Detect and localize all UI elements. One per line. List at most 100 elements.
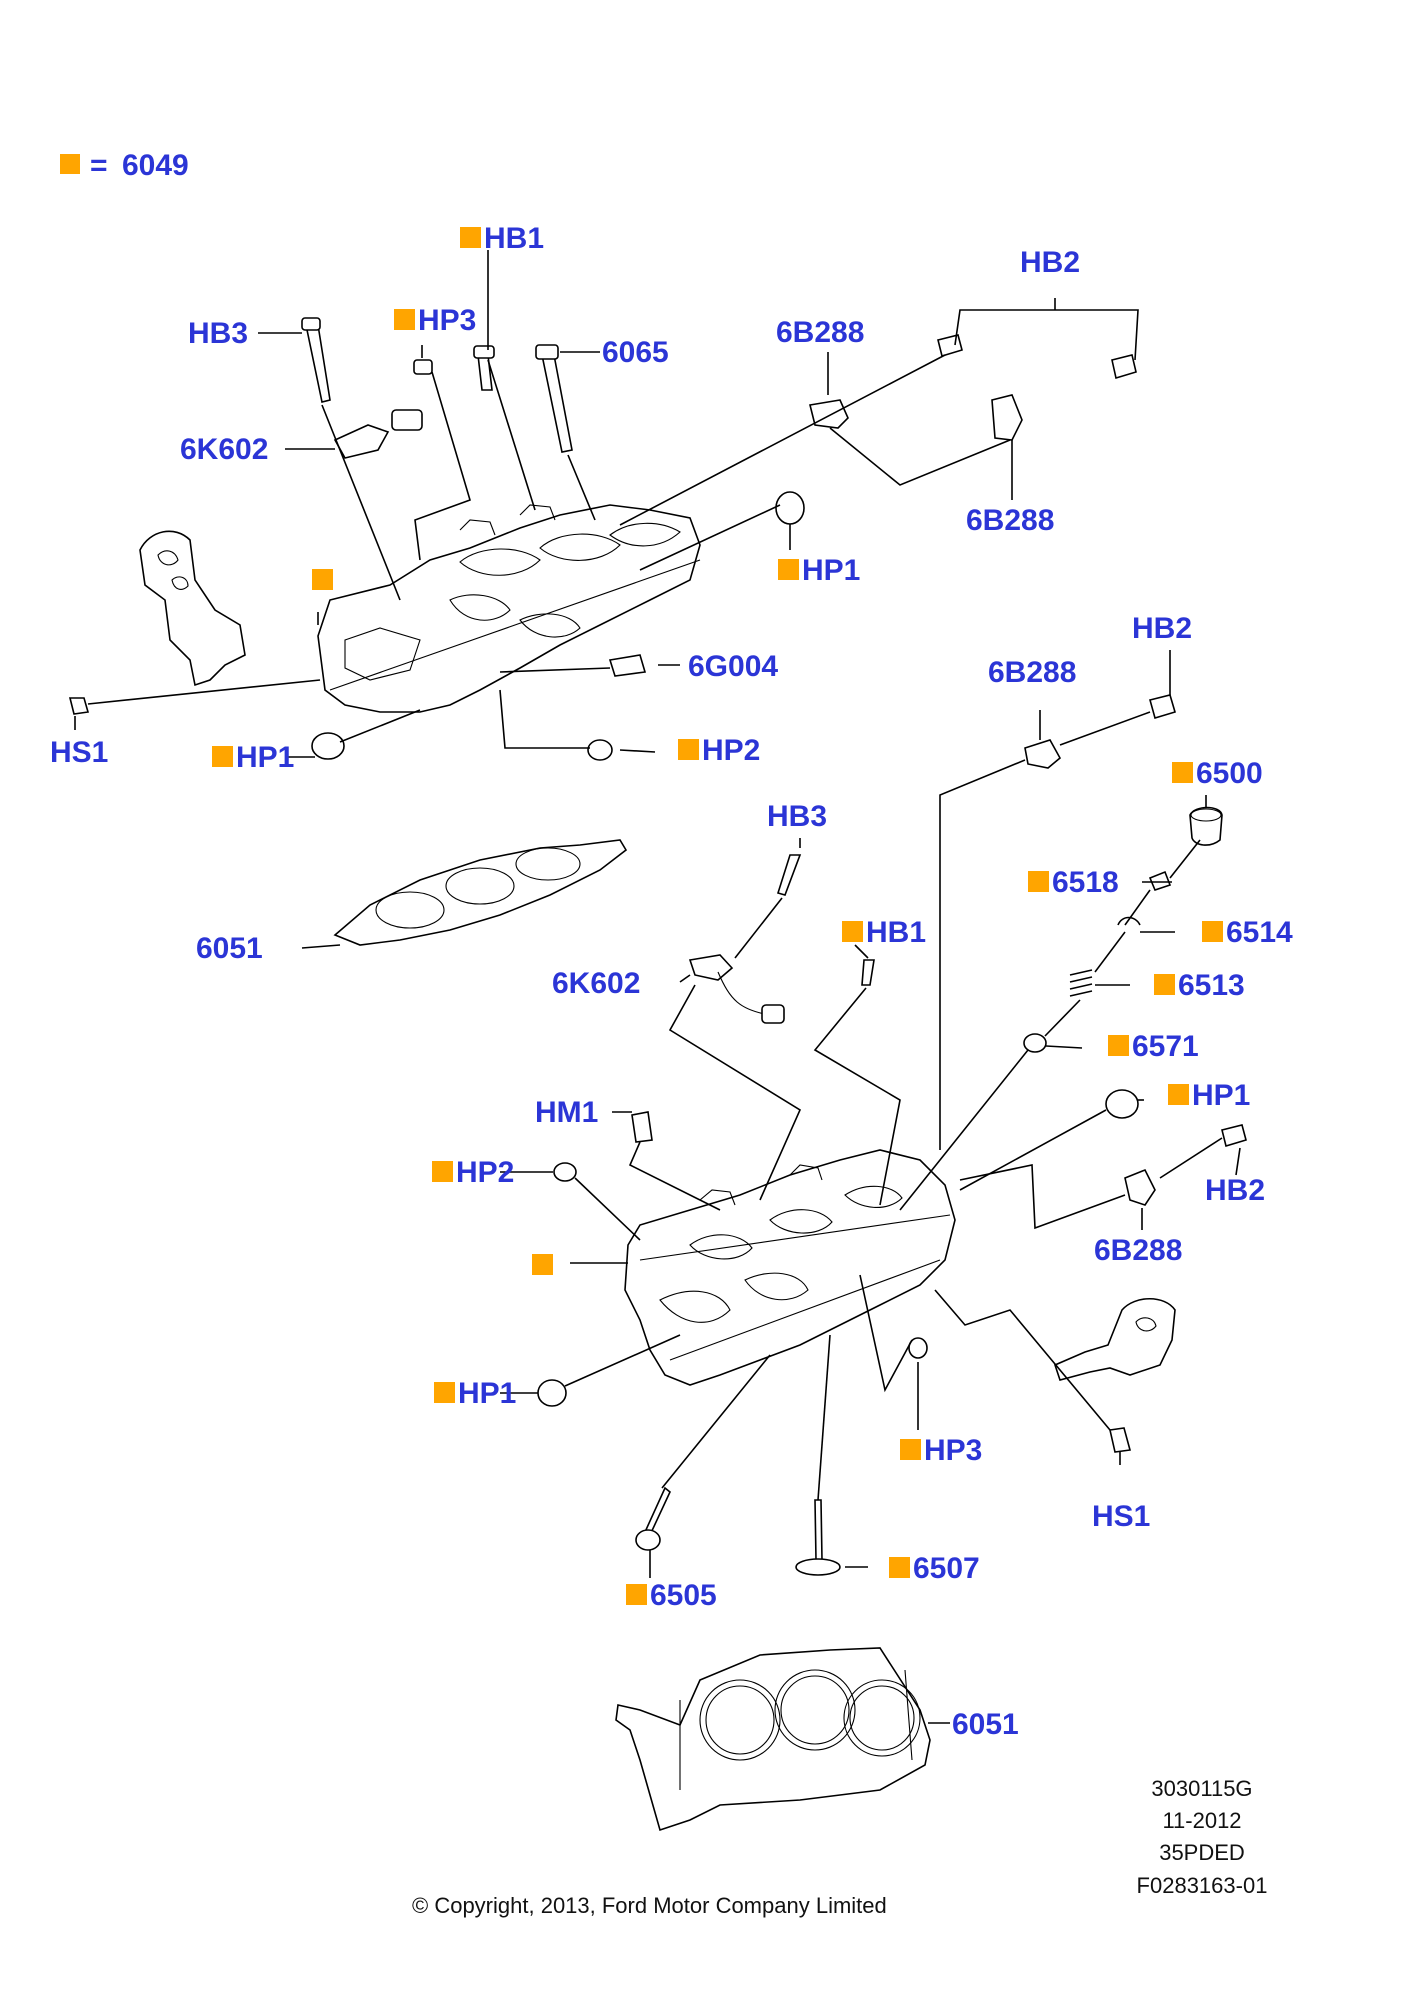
heat-shield-upper	[139, 530, 246, 687]
head-gasket-upper	[301, 839, 628, 949]
callout-6b288-top2: 6B288	[966, 504, 1054, 537]
callout-labels: HB1HP3HB360656B288HB26K6026B288HP16G004H…	[50, 222, 1293, 1741]
callout-6b288-low: 6B288	[1094, 1234, 1182, 1267]
sensor-6g004	[608, 654, 647, 677]
callout-marker	[889, 1557, 910, 1578]
tappet-6500	[1189, 806, 1223, 846]
bolt-hs1-low	[1109, 1427, 1132, 1453]
callout-6051-bottom: 6051	[952, 1708, 1019, 1741]
callout-label: HB2	[1205, 1174, 1265, 1207]
keeper-6518	[1148, 870, 1172, 891]
callout-6k602-mid: 6K602	[552, 967, 640, 1000]
bolt-hb3-top	[305, 324, 331, 403]
callout-label: 6051	[952, 1708, 1019, 1741]
callout-marker	[532, 1254, 553, 1275]
callout-hb3-mid: HB3	[767, 800, 827, 833]
sensor-6b288-top	[809, 399, 849, 429]
callout-6g004: 6G004	[688, 650, 778, 683]
copyright-notice: © Copyright, 2013, Ford Motor Company Li…	[412, 1893, 887, 1918]
callout-marker	[312, 569, 333, 590]
ref-line-3: 35PDED	[1159, 1840, 1245, 1865]
callout-label: 6518	[1052, 866, 1119, 899]
callout-marker	[460, 227, 481, 248]
callout-label: HP2	[456, 1156, 514, 1189]
sensor-6b288-mid	[1024, 739, 1062, 769]
callout-label: HS1	[50, 736, 108, 769]
callout-label: 6B288	[1094, 1234, 1182, 1267]
callout-label: HB3	[188, 317, 248, 350]
legend-marker	[60, 154, 80, 174]
ref-line-2: 11-2012	[1162, 1808, 1241, 1833]
callout-hp1-low-left: HP1	[434, 1377, 516, 1410]
callout-6051-top: 6051	[196, 932, 263, 965]
callout-6513: 6513	[1154, 969, 1245, 1002]
callout-marker	[1168, 1084, 1189, 1105]
callout-hb2-low: HB2	[1205, 1174, 1265, 1207]
callout-label: 6B288	[776, 316, 864, 349]
callout-marker	[842, 921, 863, 942]
legend-code: 6049	[122, 149, 189, 182]
bolt-hb3-mid	[776, 854, 802, 896]
dowel-hm1	[631, 1111, 653, 1143]
plug-hp2-top	[587, 739, 613, 761]
callout-label: 6065	[602, 336, 669, 369]
callout-6518: 6518	[1028, 866, 1119, 899]
callout-label: HP3	[924, 1434, 982, 1467]
callout-label: 6K602	[180, 433, 268, 466]
callout-6514: 6514	[1202, 916, 1293, 949]
callout-label: 6513	[1178, 969, 1245, 1002]
callout-marker	[432, 1161, 453, 1182]
callout-head-top	[312, 569, 333, 590]
callout-marker	[678, 739, 699, 760]
callout-marker	[1108, 1035, 1129, 1056]
callout-label: HP3	[418, 304, 476, 337]
callout-label: 6B288	[966, 504, 1054, 537]
seal-6571	[1023, 1033, 1047, 1053]
callout-6b288-mid: 6B288	[988, 656, 1076, 689]
callout-label: HP1	[1192, 1079, 1250, 1112]
callout-hp2-top: HP2	[678, 734, 760, 767]
upper-cylinder-head-assembly	[68, 250, 1139, 761]
bolt-hb2-top-a	[937, 334, 963, 358]
callout-hs1-low: HS1	[1092, 1500, 1150, 1533]
stud-6065	[541, 354, 573, 453]
callout-6505: 6505	[626, 1579, 717, 1612]
bolt-hb2-low	[1221, 1124, 1247, 1148]
plug-hp1-top-left	[311, 732, 345, 760]
plug-hp3-top	[413, 359, 433, 375]
callout-marker	[212, 746, 233, 767]
footer: © Copyright, 2013, Ford Motor Company Li…	[412, 1776, 1267, 1918]
plug-hp1-low-left	[537, 1379, 567, 1407]
legend-equals: =	[90, 149, 108, 182]
bolt-hb1-mid	[861, 959, 875, 986]
callout-label: 6B288	[988, 656, 1076, 689]
callout-label: HP2	[702, 734, 760, 767]
callout-marker	[394, 309, 415, 330]
callout-marker	[434, 1382, 455, 1403]
callout-label: 6514	[1226, 916, 1293, 949]
callout-hp1-mid-right: HP1	[1168, 1079, 1250, 1112]
callout-label: 6571	[1132, 1030, 1199, 1063]
bolt-hb2-mid	[1149, 694, 1176, 720]
callout-6b288-top: 6B288	[776, 316, 864, 349]
ref-line-4: F0283163-01	[1137, 1873, 1268, 1898]
connector-6k602-top	[333, 424, 390, 459]
callout-hb1-mid: HB1	[842, 916, 926, 949]
callout-marker	[1028, 871, 1049, 892]
callout-6k602-top: 6K602	[180, 433, 268, 466]
callout-hb1-top: HB1	[460, 222, 544, 255]
callout-marker	[778, 559, 799, 580]
callout-marker	[900, 1439, 921, 1460]
valve-6505	[643, 1486, 671, 1537]
callout-label: 6G004	[688, 650, 778, 683]
bolt-hb1-top	[477, 354, 493, 391]
callout-hp1-top-left: HP1	[212, 741, 294, 774]
callout-marker	[1172, 762, 1193, 783]
callout-6571: 6571	[1108, 1030, 1199, 1063]
sensor-6b288-low	[1124, 1168, 1156, 1206]
callout-label: HB1	[866, 916, 926, 949]
retainer-6514	[1117, 916, 1141, 926]
callout-label: 6K602	[552, 967, 640, 1000]
callout-label: 6505	[650, 1579, 717, 1612]
